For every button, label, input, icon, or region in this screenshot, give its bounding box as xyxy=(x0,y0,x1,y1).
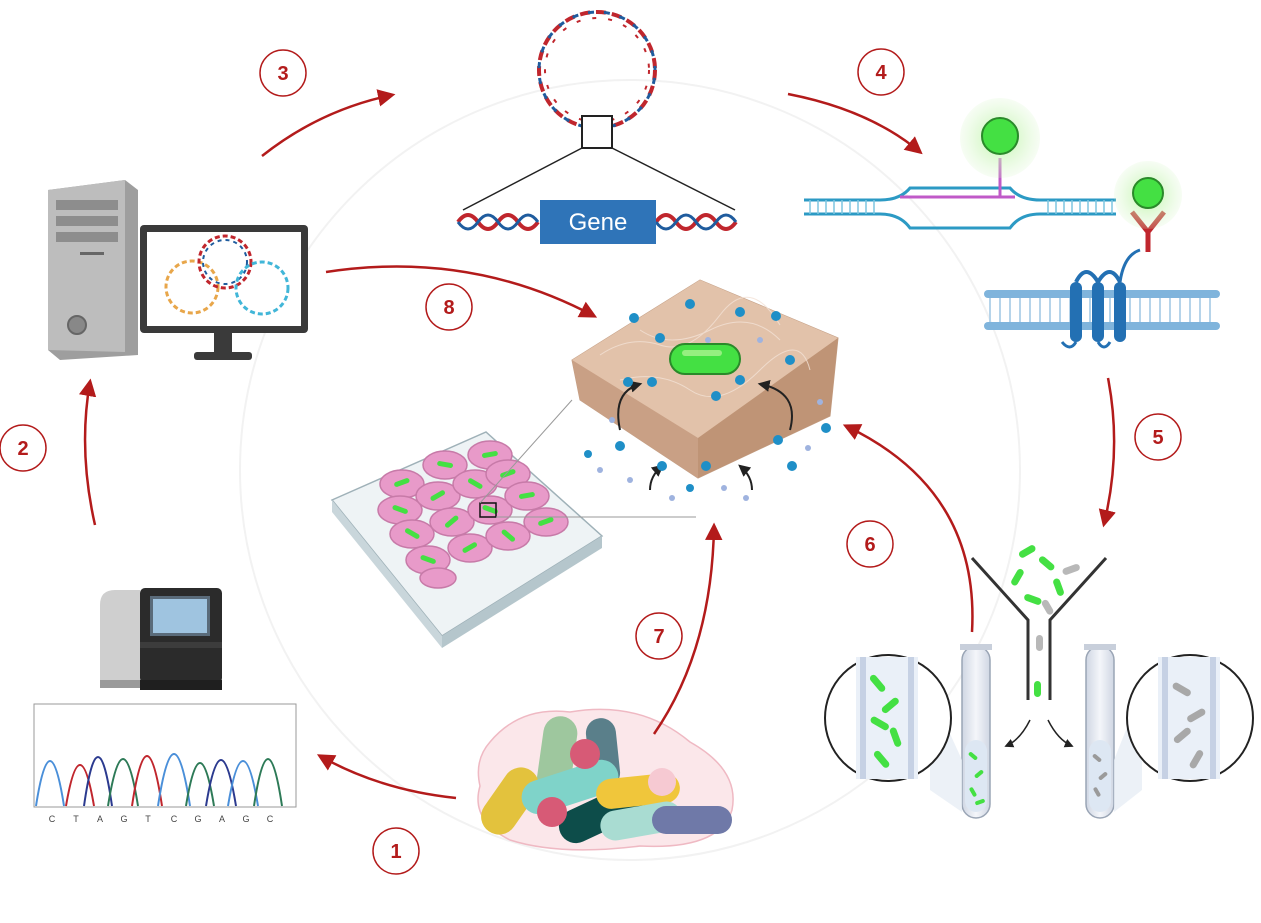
step-label: 3 xyxy=(277,63,288,85)
step-label: 1 xyxy=(390,841,401,863)
arrow-step-2 xyxy=(78,378,97,526)
arrow-step-5 xyxy=(1098,377,1116,528)
arrow-step-8 xyxy=(325,265,598,318)
seq-letter: A xyxy=(219,814,225,824)
seq-letter: G xyxy=(194,814,201,824)
magnifier-icon xyxy=(1114,654,1254,812)
microbe-cluster-icon xyxy=(477,708,734,851)
tissue-icon xyxy=(571,279,839,501)
step-label: 5 xyxy=(1152,427,1163,449)
gene-box xyxy=(540,200,656,244)
gene-label: Gene xyxy=(569,209,628,236)
monitor-icon xyxy=(140,225,308,360)
step-badge-2: 2 xyxy=(0,424,47,472)
seq-letter: G xyxy=(120,814,127,824)
arrow-step-6 xyxy=(842,424,974,633)
seq-letter: C xyxy=(49,814,56,824)
arrow-step-3 xyxy=(261,89,396,157)
step-badge-8: 8 xyxy=(425,283,473,331)
sequencer-icon xyxy=(100,588,222,690)
seq-letter: G xyxy=(242,814,249,824)
arrow-step-7 xyxy=(652,522,723,735)
arrow-step-4 xyxy=(787,92,923,155)
flow-arrows xyxy=(78,89,1116,800)
step-badge-5: 5 xyxy=(1134,413,1182,461)
step-badge-7: 7 xyxy=(635,612,683,660)
step-badge-3: 3 xyxy=(259,49,307,97)
step-label: 4 xyxy=(875,62,887,84)
plasmid-icon: Gene xyxy=(456,10,738,244)
step-badge-4: 4 xyxy=(857,48,905,96)
seq-letter: T xyxy=(73,814,79,824)
computer-icon xyxy=(48,180,138,360)
well-plate-icon xyxy=(330,399,696,648)
step-badge-6: 6 xyxy=(846,520,894,568)
step-label: 8 xyxy=(443,297,454,319)
chromatogram-icon: C T A G T C G A G C xyxy=(33,703,297,824)
seq-letter: T xyxy=(145,814,151,824)
background-ring xyxy=(239,79,1021,861)
step-label: 2 xyxy=(17,438,28,460)
seq-letter: C xyxy=(171,814,178,824)
membrane-receptor-icon xyxy=(984,161,1220,349)
step-label: 7 xyxy=(653,626,664,648)
test-tube-icon xyxy=(960,644,992,819)
magnifier-icon xyxy=(824,654,962,812)
test-tube-icon xyxy=(1084,644,1116,819)
seq-letter: C xyxy=(267,814,274,824)
step-badge-1: 1 xyxy=(372,827,420,875)
step-label: 6 xyxy=(864,534,875,556)
probe-hybridization-icon xyxy=(804,98,1116,230)
seq-letter: A xyxy=(97,814,103,824)
cell-sorter-icon xyxy=(970,545,1108,748)
arrow-step-1 xyxy=(316,754,457,800)
